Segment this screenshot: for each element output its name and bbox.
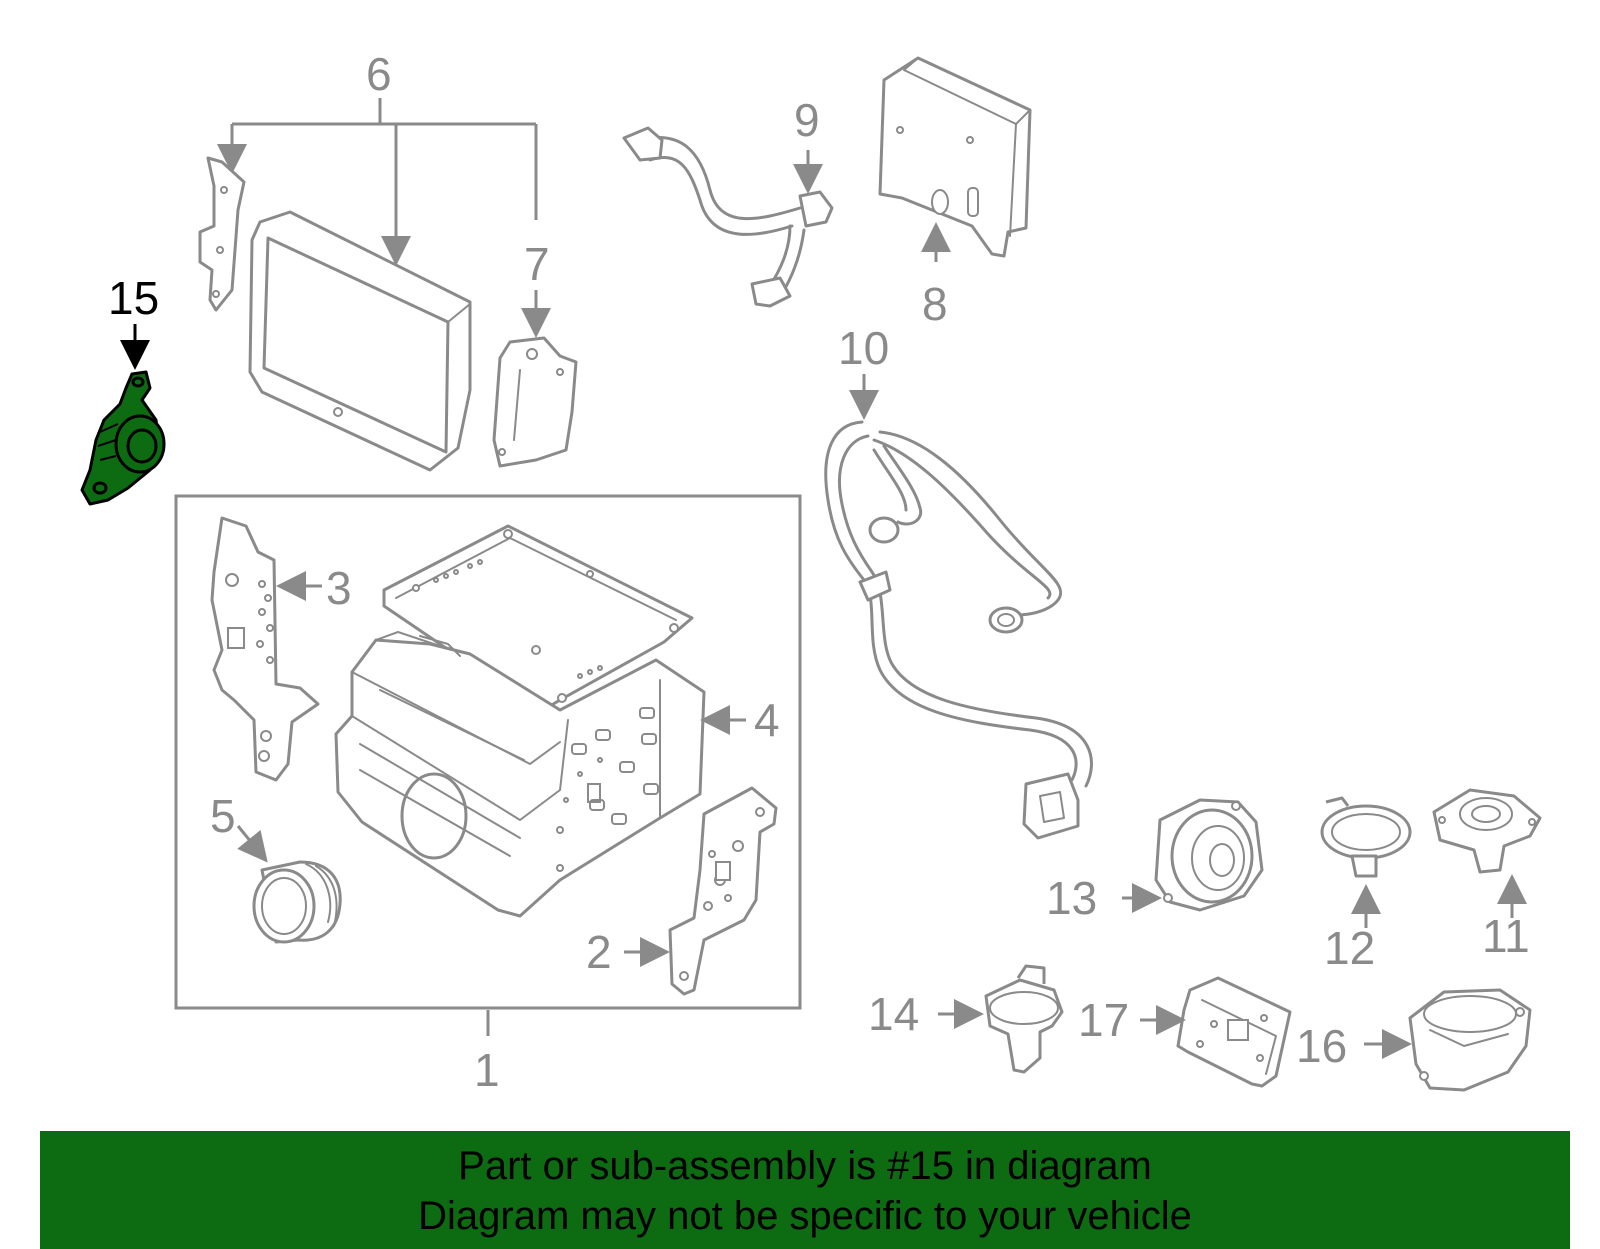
part-3-bracket [210, 516, 322, 782]
label-part-6: 6 [366, 48, 392, 100]
part-15-speaker-highlighted [80, 324, 166, 506]
label-part-1: 1 [474, 1044, 500, 1096]
label-part-4: 4 [754, 694, 780, 746]
label-part-11: 11 [1482, 910, 1530, 962]
label-part-7: 7 [524, 238, 550, 290]
part-6-left-bracket [198, 156, 246, 312]
part-6-leaders [217, 98, 538, 266]
part-6-display [248, 210, 472, 472]
part-5-knob [236, 825, 342, 944]
label-part-10: 10 [838, 322, 889, 374]
label-part-15: 15 [108, 272, 159, 324]
part-11-tweeter [1432, 788, 1542, 918]
banner-line-1: Part or sub-assembly is #15 in diagram [458, 1144, 1152, 1188]
part-8-module [878, 56, 1032, 262]
label-part-13: 13 [1046, 872, 1097, 924]
info-banner: Part or sub-assembly is #15 in diagram D… [40, 1131, 1570, 1249]
part-14-tweeter [938, 964, 1064, 1074]
part-2-bracket [624, 786, 778, 996]
part-12-tweeter [1320, 796, 1412, 928]
part-4-head-unit [334, 524, 746, 918]
part-17-module [1140, 976, 1292, 1088]
label-part-9: 9 [794, 94, 820, 146]
label-part-14: 14 [868, 988, 919, 1040]
part-13-speaker [1122, 798, 1264, 913]
label-part-16: 16 [1296, 1020, 1347, 1072]
part-9-cable [622, 126, 834, 308]
part-1-assembly-box [174, 494, 802, 1036]
part-labels: 6 9 7 8 15 10 3 4 5 13 12 11 2 14 17 16 … [108, 48, 1530, 1096]
part-7-bracket [492, 290, 578, 468]
banner-line-2: Diagram may not be specific to your vehi… [418, 1194, 1192, 1238]
label-part-3: 3 [326, 562, 352, 614]
part-16-speaker [1364, 988, 1532, 1092]
label-part-5: 5 [210, 790, 236, 842]
label-part-12: 12 [1324, 922, 1375, 974]
label-part-17: 17 [1078, 994, 1129, 1046]
part-10-harness [824, 374, 1093, 840]
label-part-2: 2 [586, 926, 612, 978]
label-part-8: 8 [922, 278, 948, 330]
